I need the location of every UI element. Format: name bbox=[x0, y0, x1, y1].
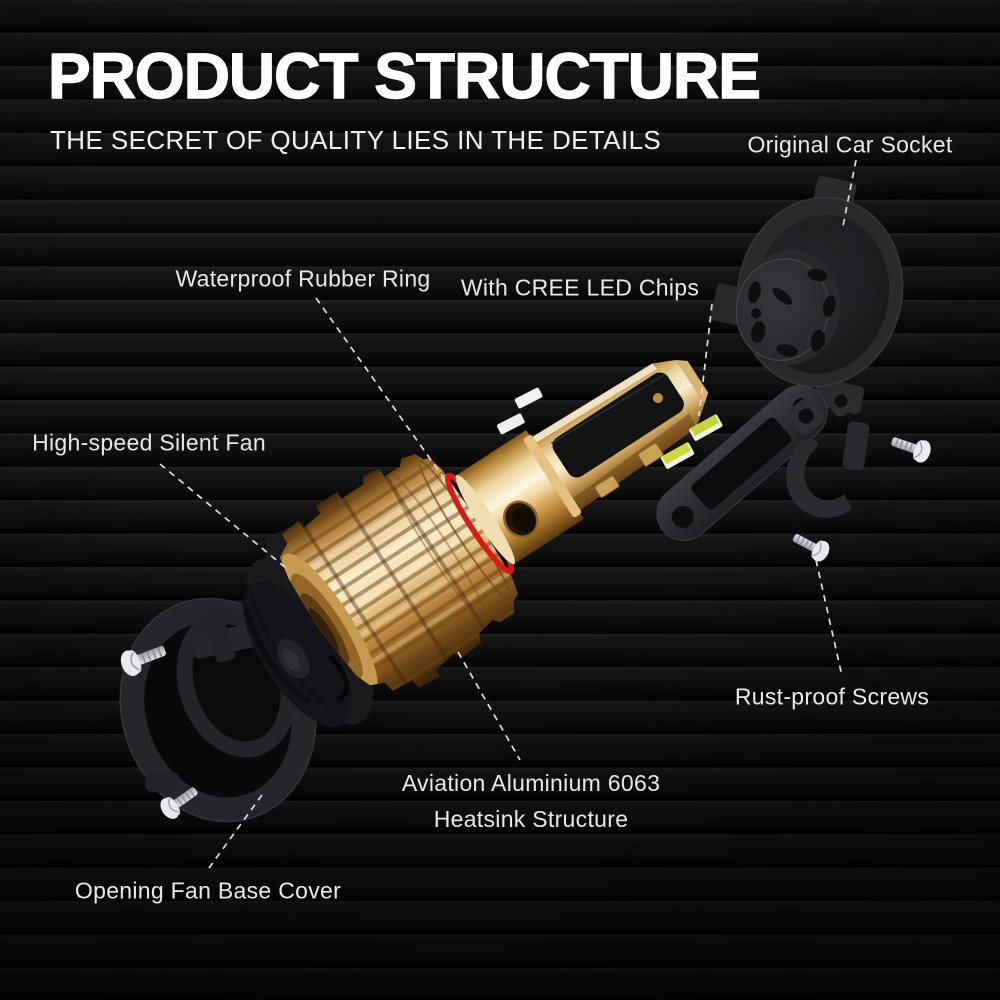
leader-waterproof-rubber-ring bbox=[315, 297, 449, 485]
callout-waterproof-rubber-ring: Waterproof Rubber Ring bbox=[175, 265, 431, 292]
callout-aviation-heatsink-line1: Aviation Aluminium 6063 bbox=[401, 770, 661, 796]
leader-rust-proof-screws bbox=[815, 559, 843, 677]
silent-fan-part bbox=[242, 520, 374, 727]
reflector-chips bbox=[497, 387, 543, 435]
rust-proof-screw-lower bbox=[788, 526, 834, 566]
callout-high-speed-silent-fan: High-speed Silent Fan bbox=[32, 429, 266, 456]
page-title: PRODUCT STRUCTURE bbox=[47, 40, 761, 112]
leader-high-speed-silent-fan bbox=[159, 463, 287, 569]
cree-led-chips-part bbox=[660, 414, 723, 469]
led-shaft-part bbox=[527, 359, 709, 514]
car-socket-part bbox=[710, 176, 904, 414]
callout-opening-fan-base-cover: Opening Fan Base Cover bbox=[74, 877, 342, 904]
bracket-ear-1 bbox=[787, 397, 825, 435]
fan-wire bbox=[328, 654, 350, 703]
bracket-ear-2 bbox=[825, 385, 857, 417]
leader-opening-fan-base-cover bbox=[208, 794, 263, 869]
callout-original-car-socket: Original Car Socket bbox=[747, 131, 953, 158]
callout-leader-lines bbox=[159, 159, 857, 869]
callout-aviation-heatsink: Aviation Aluminium 6063 Heatsink Structu… bbox=[402, 765, 660, 837]
neck-cylinder-part bbox=[453, 429, 584, 566]
callout-aviation-heatsink-line2: Heatsink Structure bbox=[433, 806, 629, 832]
page-subtitle: THE SECRET OF QUALITY LIES IN THE DETAIL… bbox=[50, 125, 662, 155]
callout-rust-proof-screws: Rust-proof Screws bbox=[734, 683, 930, 710]
bracket-block bbox=[842, 421, 870, 471]
callout-cree-led-chips: With CREE LED Chips bbox=[460, 274, 700, 301]
bracket-clip-part bbox=[786, 438, 852, 518]
rust-proof-screw-upper bbox=[887, 429, 935, 466]
leader-aviation-heatsink bbox=[457, 651, 521, 761]
